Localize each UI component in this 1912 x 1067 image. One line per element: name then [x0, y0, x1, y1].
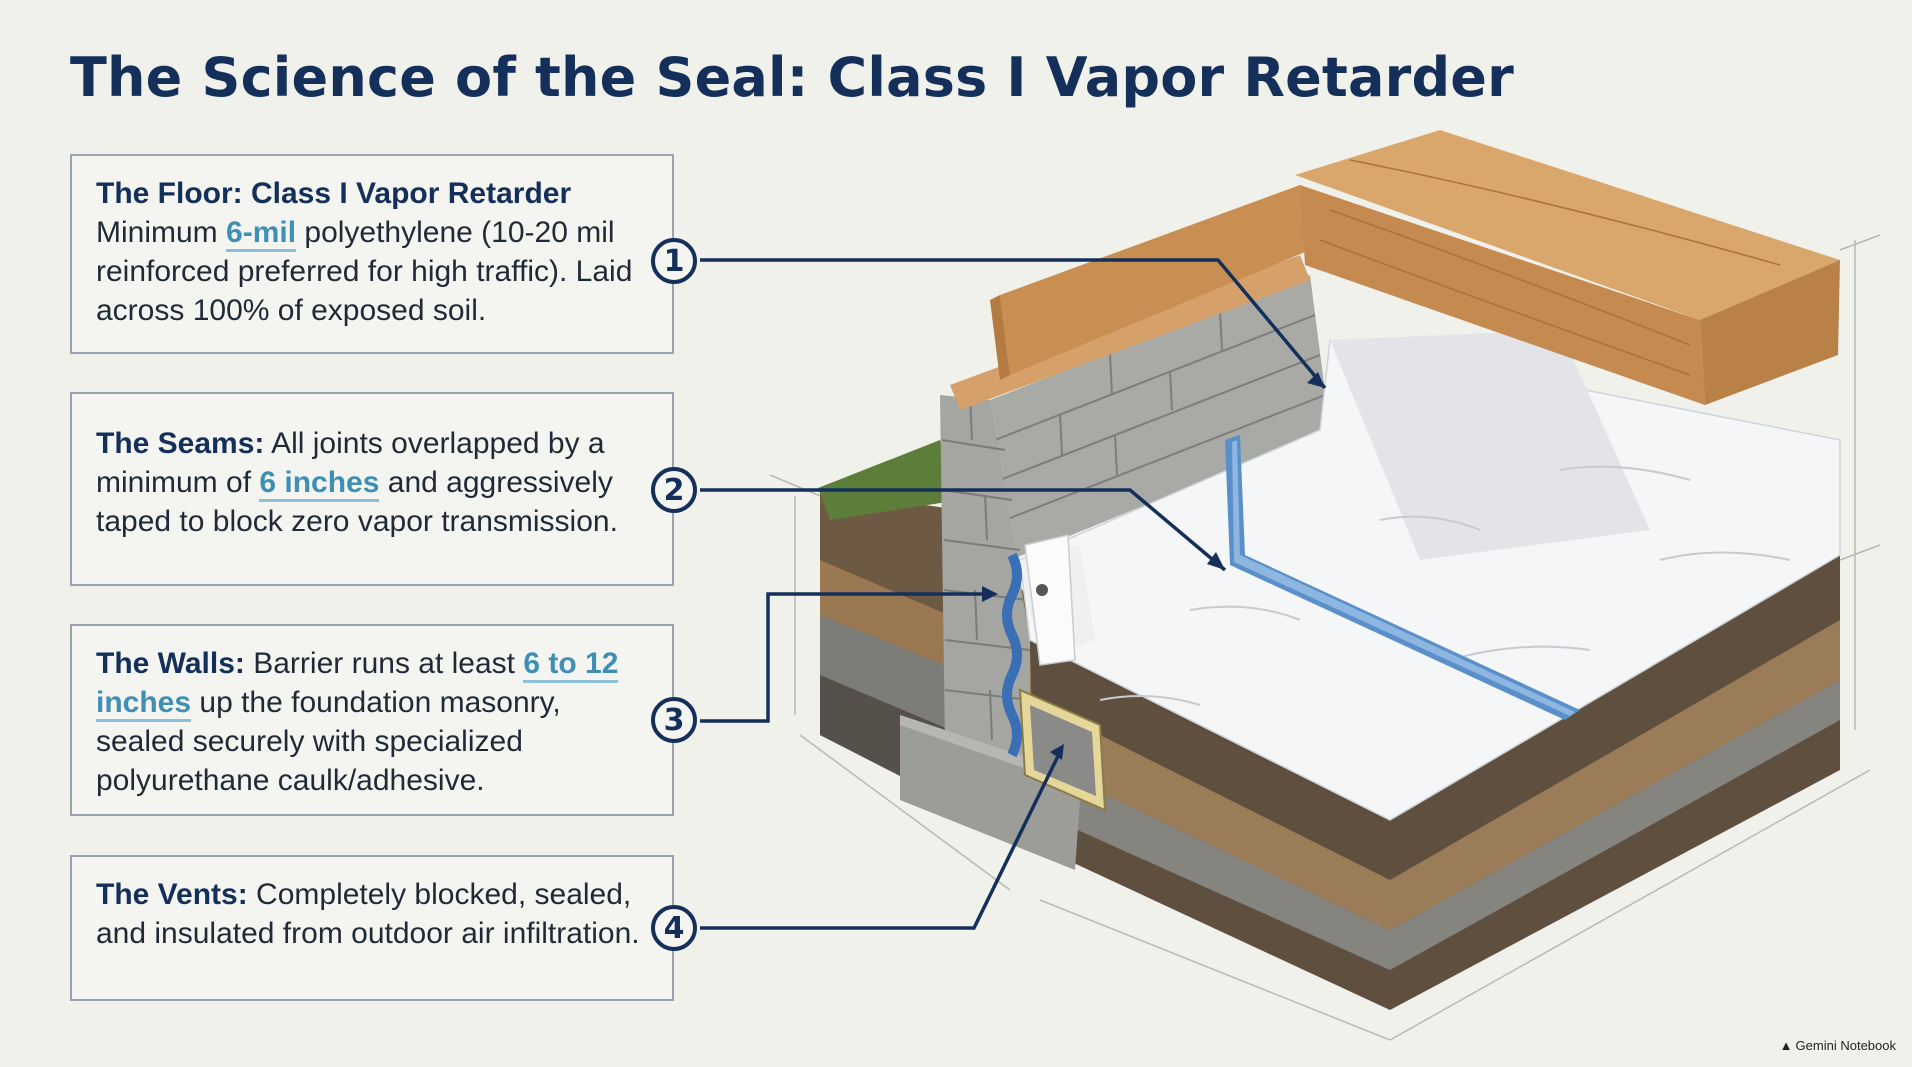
- callout-number-3: 3: [651, 697, 697, 743]
- callout-seams-text: All joints overlapped by a minimum of: [96, 427, 605, 499]
- callout-seams: The Seams: All joints overlapped by a mi…: [70, 392, 674, 586]
- brand-watermark: ▲Gemini Notebook: [1780, 1038, 1896, 1053]
- callout-number-2: 2: [651, 467, 697, 513]
- callout-floor-text-rest: polyethylene (10-20 mil reinforced prefe…: [96, 216, 633, 327]
- wall-seal-caulk: [1002, 552, 1022, 758]
- callout-walls-highlight: 6 to 12 inches: [96, 647, 619, 722]
- leader-arrowheads: [982, 372, 1325, 760]
- dimension-lines: [769, 234, 1881, 1041]
- vapor-barrier: [1002, 330, 1841, 821]
- callout-number-4: 4: [651, 905, 697, 951]
- callout-walls-text: Barrier runs at least: [244, 647, 524, 680]
- floor-joist: [1295, 130, 1840, 405]
- soil-right-face: [1030, 555, 1840, 1010]
- leader-lines: [700, 258, 1327, 930]
- callout-vents-heading: The Vents:: [96, 878, 248, 911]
- callout-floor: The Floor: Class I Vapor Retarder Minimu…: [70, 154, 674, 354]
- callout-walls-heading: The Walls:: [96, 647, 245, 680]
- callout-floor-heading: The Floor: Class I Vapor Retarder: [96, 177, 572, 210]
- callout-number-1: 1: [651, 238, 697, 284]
- callout-walls: The Walls: Barrier runs at least 6 to 12…: [70, 624, 674, 816]
- callout-floor-highlight: 6-mil: [226, 216, 297, 252]
- callout-walls-text-rest: up the foundation masonry, sealed secure…: [96, 686, 561, 797]
- page-title: The Science of the Seal: Class I Vapor R…: [70, 46, 1514, 109]
- brand-label: Gemini Notebook: [1795, 1038, 1896, 1053]
- sill-plate: [950, 185, 1310, 410]
- callout-seams-text-rest: and aggressively taped to block zero vap…: [96, 466, 618, 538]
- callout-vents-text: Completely blocked, sealed, and insulate…: [96, 878, 640, 950]
- callout-vents: The Vents: Completely blocked, sealed, a…: [70, 855, 674, 1001]
- callout-floor-text: Minimum: [96, 216, 227, 249]
- callout-seams-highlight: 6 inches: [259, 466, 380, 502]
- notebook-logo-icon: ▲: [1779, 1038, 1793, 1053]
- callout-seams-heading: The Seams:: [96, 427, 265, 460]
- grass: [818, 440, 960, 520]
